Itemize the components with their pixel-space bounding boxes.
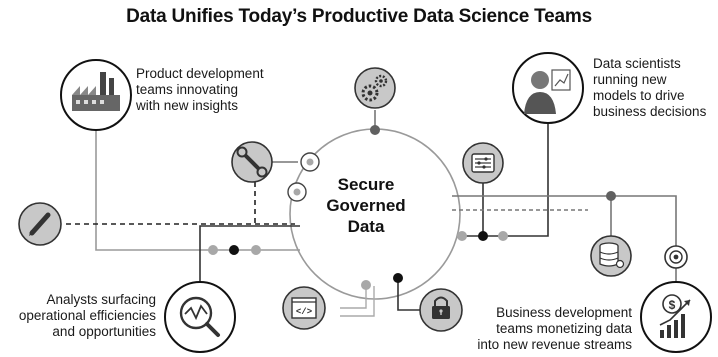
label-line: Business development — [496, 305, 632, 320]
node — [498, 231, 508, 241]
lock-icon — [419, 288, 463, 332]
database-icon — [590, 235, 632, 277]
small-ring-dot — [306, 158, 314, 166]
diagram-title: Data Unifies Today’s Productive Data Sci… — [126, 6, 592, 27]
settings-sliders-icon — [462, 142, 504, 184]
node — [370, 125, 380, 135]
node — [208, 245, 218, 255]
code-window-icon: </> — [282, 286, 326, 330]
node — [457, 231, 467, 241]
label-line: running new — [593, 72, 667, 87]
label-line: Data scientists — [593, 56, 681, 71]
connector-scientists — [460, 122, 549, 237]
connector-analysts — [199, 225, 300, 290]
money-growth-icon: $ — [640, 281, 712, 353]
svg-text:</>: </> — [296, 307, 312, 317]
label-analysts: Analysts surfacing operational efficienc… — [0, 292, 156, 340]
magnifier-chart-icon — [164, 281, 236, 353]
center-label: Secure Governed Data — [318, 174, 414, 237]
center-line: Data — [347, 217, 385, 236]
label-business: Business development teams monetizing da… — [462, 305, 632, 353]
node — [478, 231, 488, 241]
label-line: and opportunities — [52, 324, 156, 339]
gears-icon — [354, 67, 396, 109]
label-line: operational efficiencies — [18, 308, 156, 323]
connector-lock — [397, 278, 420, 311]
label-line: with new insights — [136, 98, 239, 113]
small-ring-dot — [293, 188, 301, 196]
label-line: Product development — [136, 66, 264, 81]
label-line: business decisions — [593, 104, 707, 119]
node — [251, 245, 261, 255]
label-product: Product development teams innovating wit… — [136, 66, 264, 114]
connector-product — [95, 130, 300, 251]
label-line: Analysts surfacing — [46, 292, 156, 307]
wrench-icon — [231, 141, 273, 183]
connector-code-2 — [340, 286, 375, 317]
node — [606, 191, 616, 201]
label-line: models to drive — [593, 88, 685, 103]
person-chart-icon — [512, 52, 584, 124]
node — [361, 280, 371, 290]
node — [393, 273, 403, 283]
label-line: into new revenue streams — [477, 337, 632, 352]
label-line: teams innovating — [136, 82, 239, 97]
factory-icon — [60, 59, 132, 131]
center-line: Secure — [337, 175, 395, 194]
label-line: teams monetizing data — [496, 321, 632, 336]
target-icon — [664, 245, 688, 269]
center-line: Governed — [326, 196, 406, 215]
label-scientists: Data scientists running new models to dr… — [593, 56, 706, 120]
node — [229, 245, 239, 255]
pencil-icon — [18, 202, 62, 246]
connector-code — [340, 286, 367, 309]
svg-text:$: $ — [669, 298, 676, 312]
